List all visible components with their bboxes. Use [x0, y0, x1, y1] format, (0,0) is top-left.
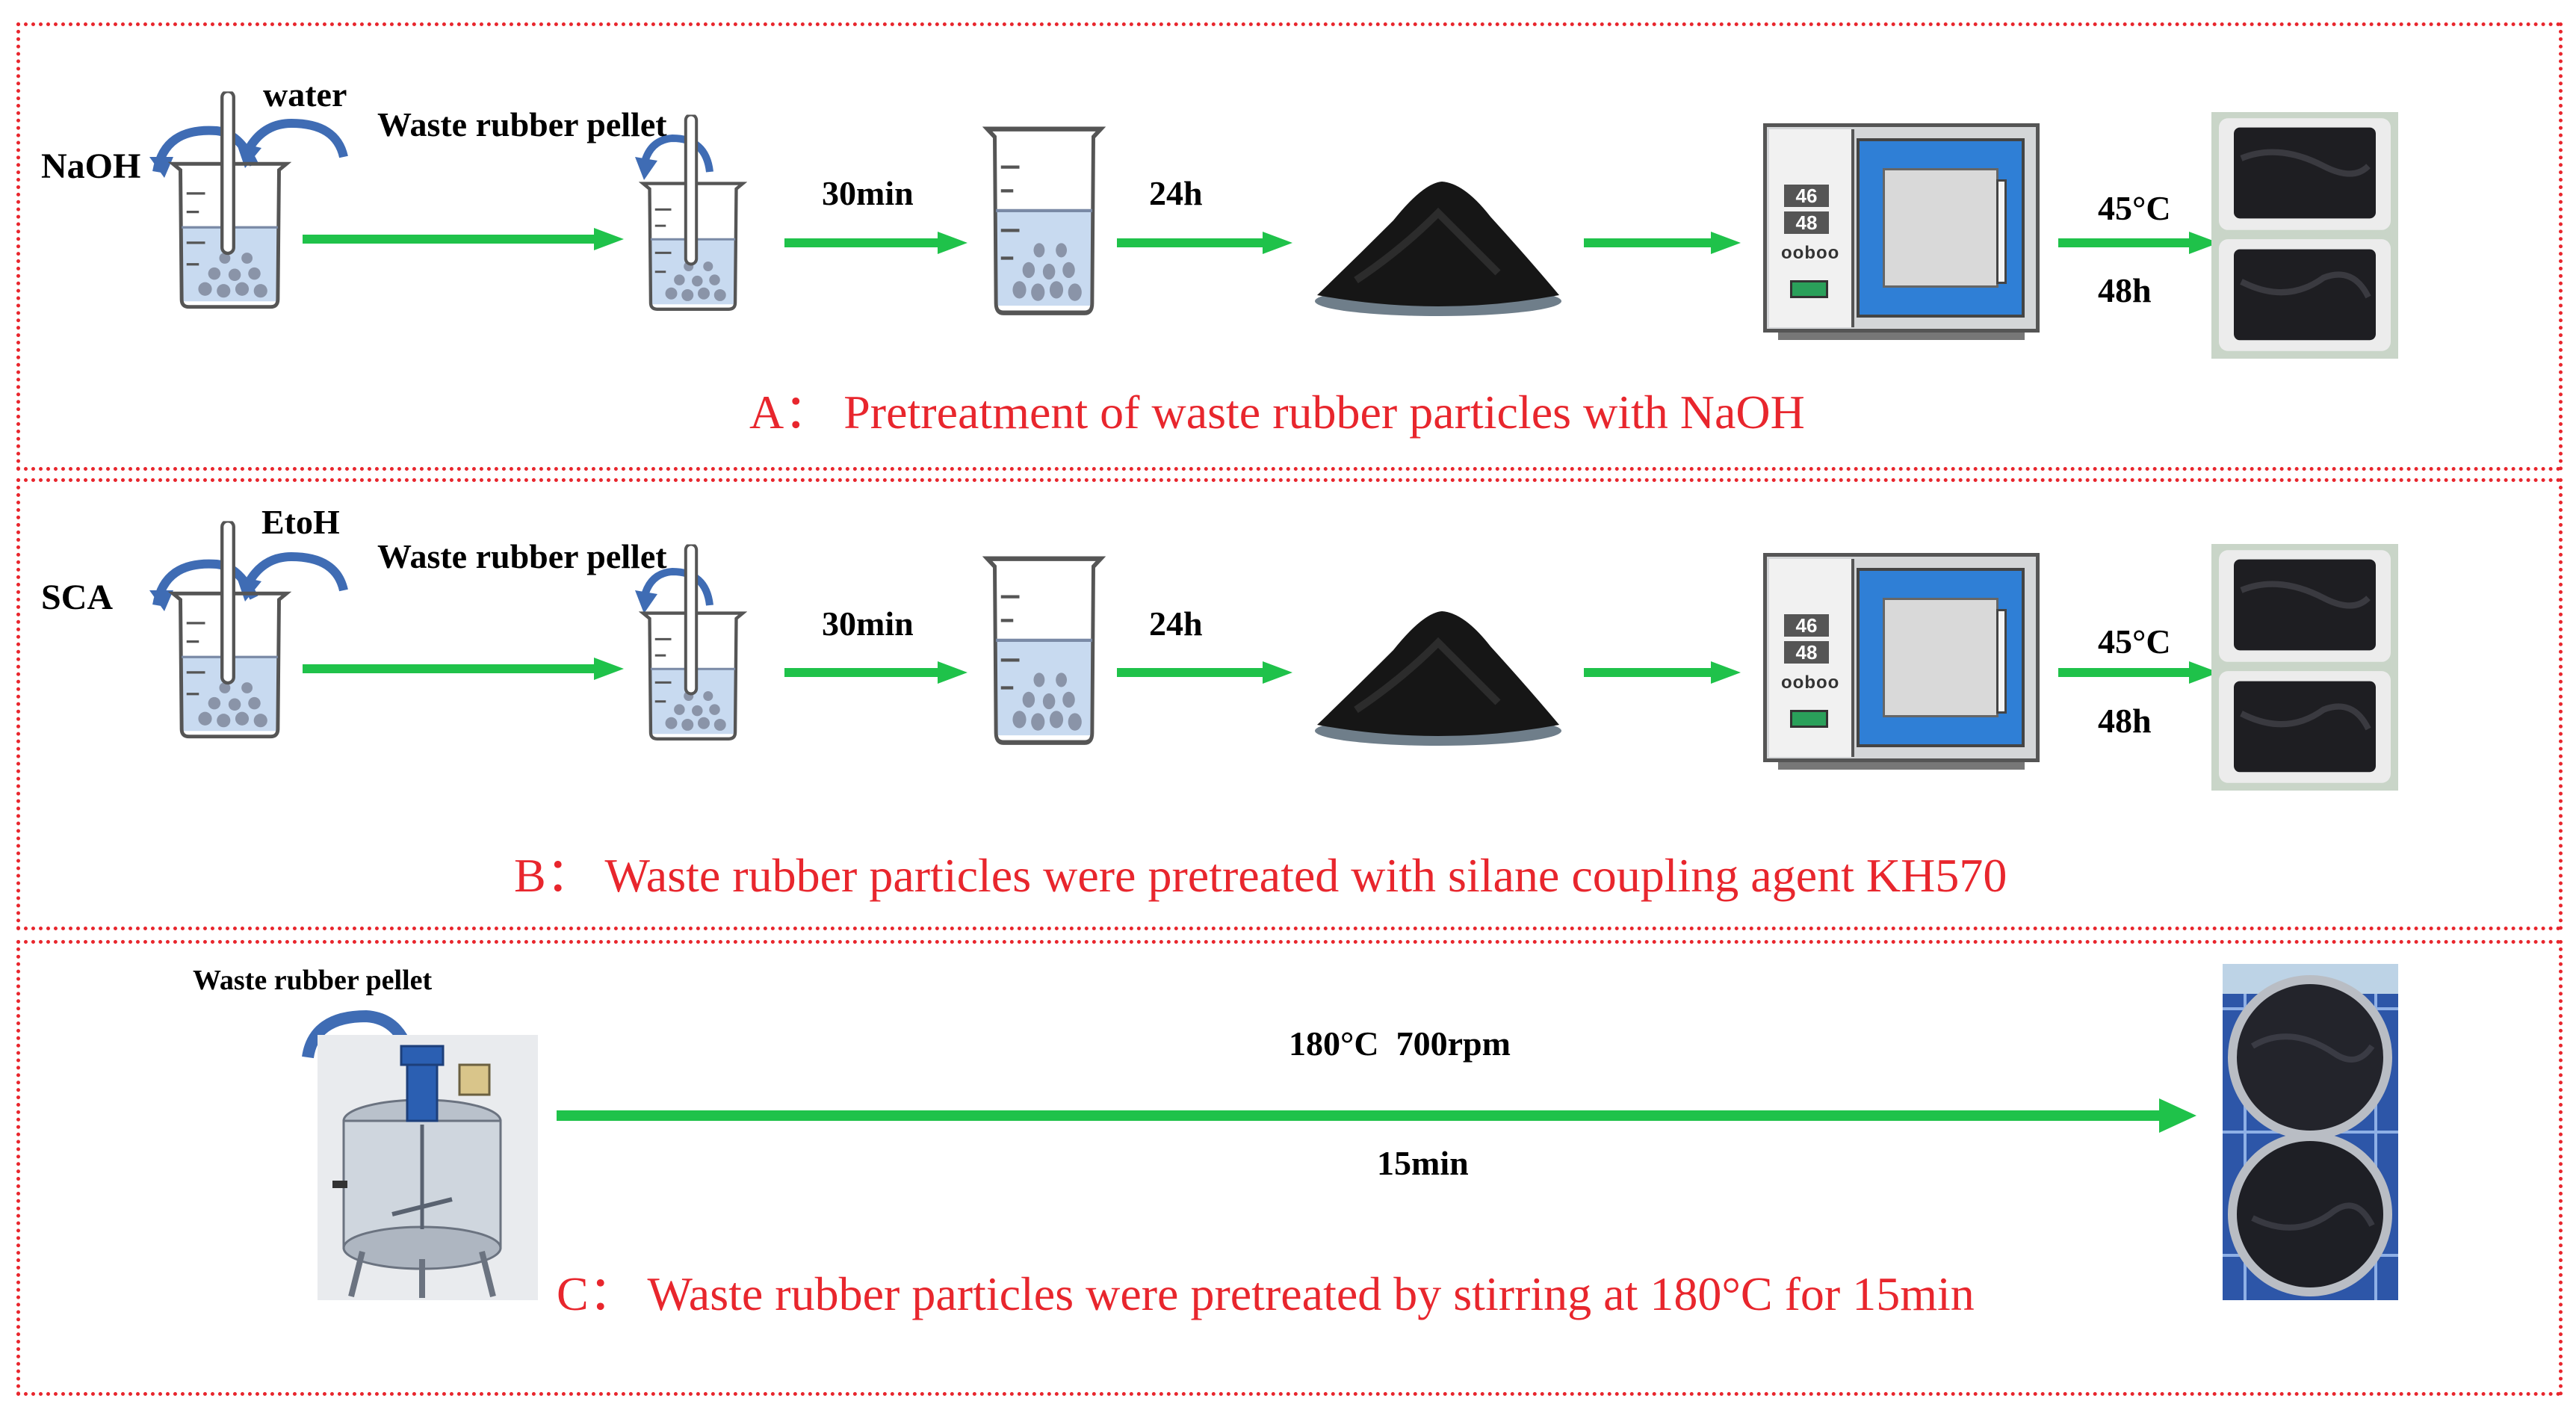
- oven-display-top: 46: [1784, 185, 1829, 207]
- label-water: water: [263, 75, 347, 114]
- label-time2-a: 24h: [1149, 174, 1203, 212]
- arrow-a3: [1117, 232, 1292, 254]
- label-condition-c: 180°C 700rpm: [1289, 1024, 1511, 1063]
- oven-display-bottom: 48: [1784, 211, 1829, 234]
- arrow-a2: [784, 232, 967, 254]
- beaker-30min-icon: [982, 120, 1106, 318]
- label-naoh: NaOH: [41, 146, 141, 186]
- stirred-rubber-dishes-photo: [2223, 964, 2398, 1300]
- oven-display-top: 46: [1784, 614, 1829, 637]
- arrow-b5: [2058, 661, 2219, 684]
- label-duration-c: 15min: [1377, 1144, 1469, 1182]
- dried-rubber-trays-photo: [2211, 544, 2398, 791]
- arrow-b4: [1584, 661, 1741, 684]
- stir-rod-icon: [682, 538, 700, 706]
- curved-arrow-icon: [236, 551, 348, 602]
- panel-a: [16, 22, 2563, 471]
- stir-rod-icon: [218, 516, 238, 695]
- curved-arrow-icon: [236, 118, 348, 168]
- curved-arrow-icon: [635, 134, 713, 180]
- label-duration-a: 48h: [2098, 271, 2152, 309]
- arrow-a4: [1584, 232, 1741, 254]
- panel-b: [16, 478, 2563, 930]
- caption-b: B： Waste rubber particles were pretreate…: [514, 849, 2007, 902]
- curved-arrow-icon: [635, 567, 713, 613]
- arrow-a5: [2058, 232, 2219, 254]
- label-sca: SCA: [41, 578, 114, 617]
- rubber-powder-pile-icon: [1311, 598, 1565, 747]
- dried-rubber-trays-photo: [2211, 112, 2398, 359]
- label-temp-a: 45°C: [2098, 189, 2171, 227]
- panel-c: [16, 940, 2563, 1396]
- label-duration-b: 48h: [2098, 702, 2152, 740]
- arrow-c1: [557, 1098, 2196, 1133]
- arrow-b2: [784, 661, 967, 684]
- oven-icon: 46 48 ooboo: [1763, 123, 2047, 340]
- stirring-reactor-icon: [318, 1035, 538, 1300]
- oven-icon: 46 48 ooboo: [1763, 553, 2047, 770]
- stir-rod-icon: [218, 86, 238, 265]
- label-time2-b: 24h: [1149, 605, 1203, 643]
- oven-buttons: ooboo: [1781, 243, 1840, 263]
- oven-buttons: ooboo: [1781, 673, 1840, 693]
- label-time1-b: 30min: [822, 605, 914, 643]
- label-pellet-a: Waste rubber pellet: [377, 105, 667, 143]
- arrow-a1: [303, 228, 624, 250]
- label-etoh: EtoH: [261, 503, 340, 541]
- caption-c: C： Waste rubber particles were pretreate…: [557, 1267, 1975, 1320]
- rubber-powder-pile-icon: [1311, 168, 1565, 318]
- label-time1-a: 30min: [822, 174, 914, 212]
- stir-rod-icon: [682, 108, 700, 276]
- arrow-b1: [303, 658, 624, 680]
- label-pellet-c: Waste rubber pellet: [193, 965, 433, 996]
- oven-display-bottom: 48: [1784, 641, 1829, 664]
- label-temp-b: 45°C: [2098, 622, 2171, 661]
- beaker-30min-icon: [982, 549, 1106, 747]
- label-pellet-b: Waste rubber pellet: [377, 537, 667, 575]
- arrow-b3: [1117, 661, 1292, 684]
- caption-a: A： Pretreatment of waste rubber particle…: [749, 386, 1805, 439]
